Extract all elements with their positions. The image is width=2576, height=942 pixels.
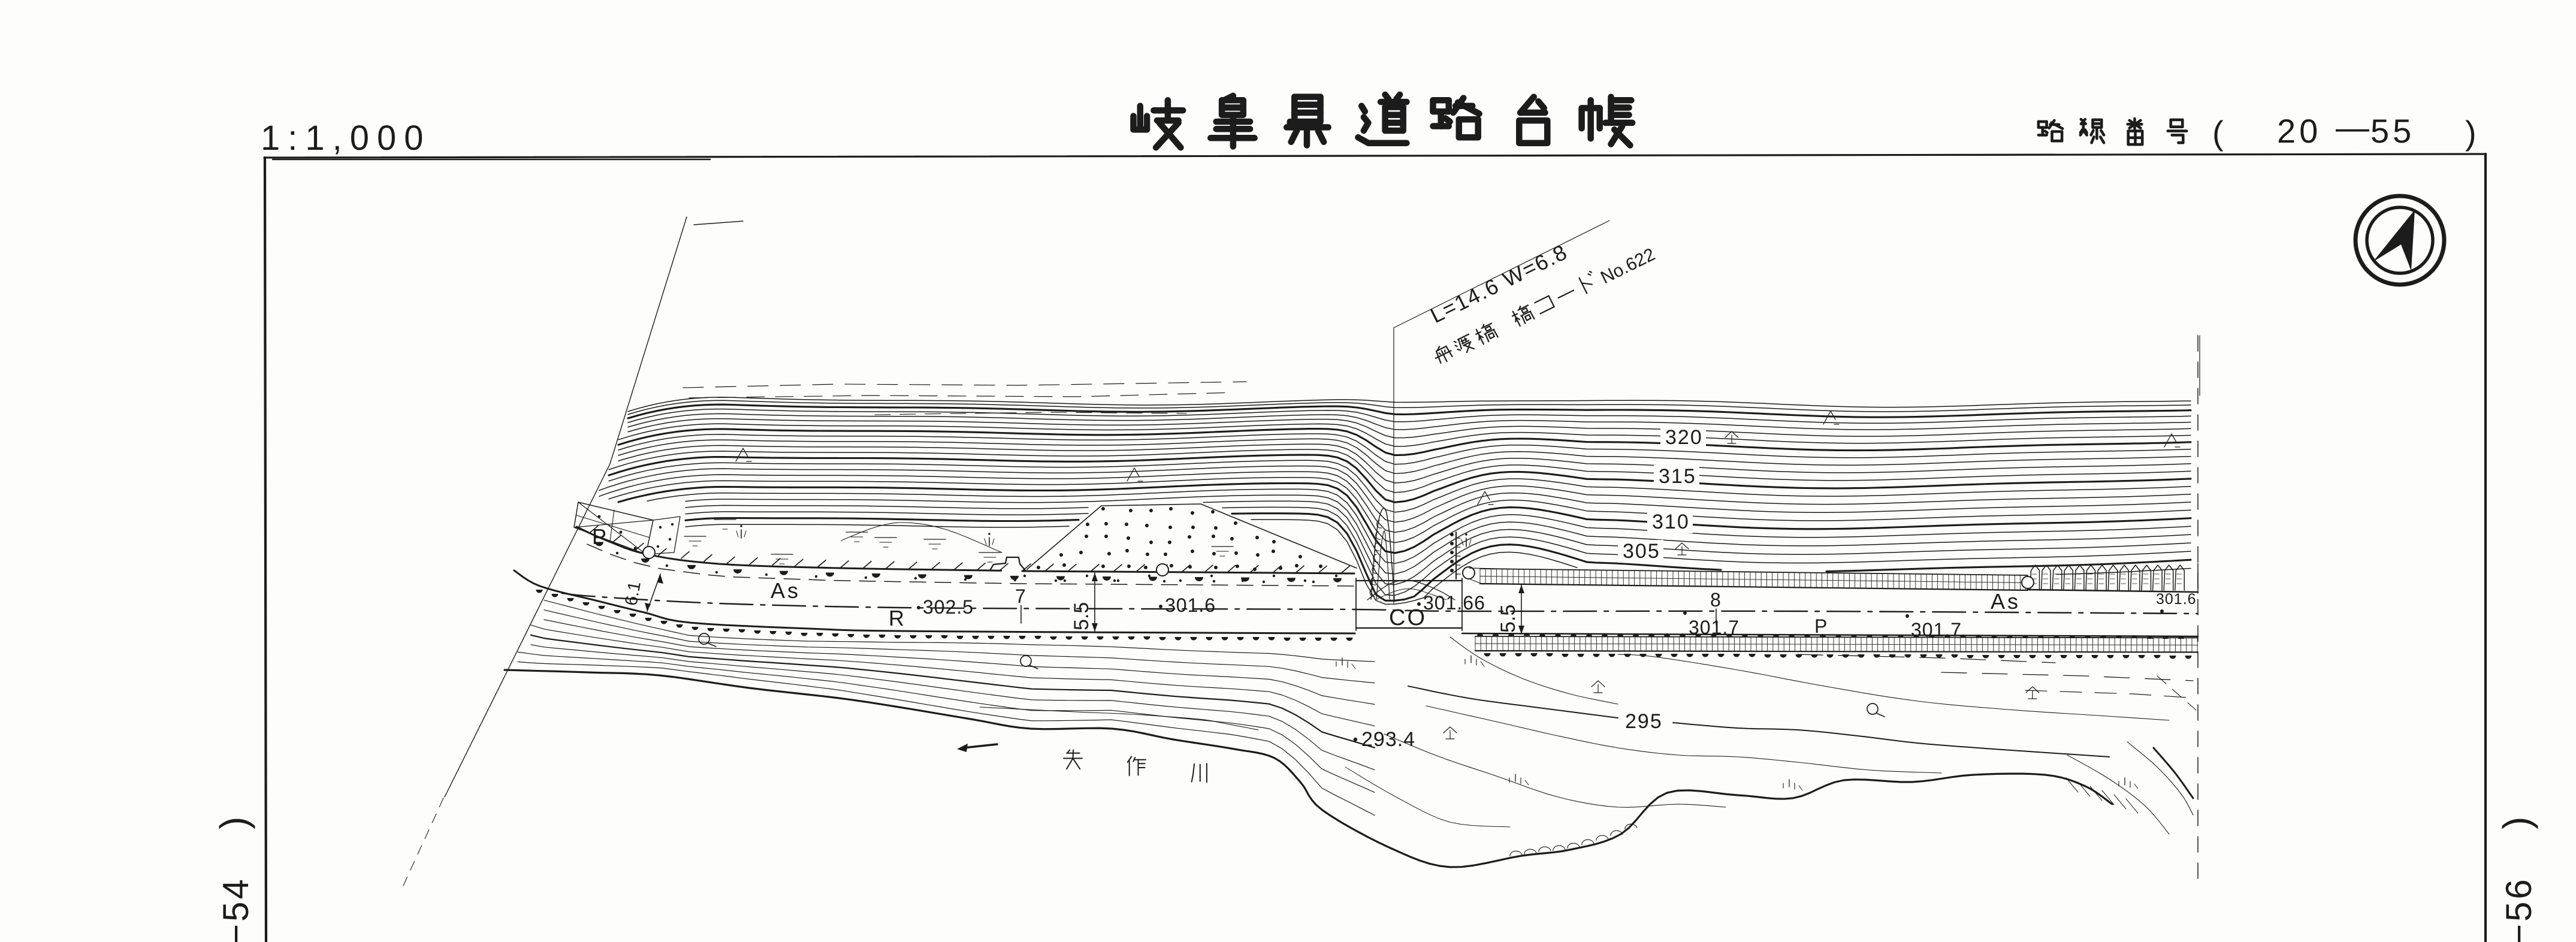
svg-text:295: 295 <box>1625 710 1663 733</box>
svg-text:1:1,000: 1:1,000 <box>261 119 431 158</box>
svg-text:293.4: 293.4 <box>1361 728 1415 751</box>
svg-text:): ) <box>2495 817 2538 829</box>
svg-text:As: As <box>771 578 801 603</box>
svg-text:5.5: 5.5 <box>1497 605 1520 633</box>
svg-text:315: 315 <box>1659 465 1696 488</box>
svg-text:CO: CO <box>1389 605 1427 630</box>
svg-text:−54: −54 <box>216 877 256 942</box>
svg-text:301.66: 301.66 <box>1423 592 1485 614</box>
svg-text:(: ( <box>2212 114 2224 152</box>
svg-text:−56: −56 <box>2499 877 2539 942</box>
svg-text:301.6: 301.6 <box>2156 591 2197 608</box>
svg-text:5.5: 5.5 <box>1070 602 1093 630</box>
svg-text:55: 55 <box>2370 112 2415 150</box>
svg-text:320: 320 <box>1665 426 1703 449</box>
svg-text:301.6: 301.6 <box>1165 594 1216 616</box>
svg-text:): ) <box>2465 114 2477 152</box>
svg-text:P: P <box>1814 615 1827 637</box>
svg-text:8: 8 <box>1710 589 1721 611</box>
svg-text:302.5: 302.5 <box>923 596 974 618</box>
svg-text:305: 305 <box>1623 540 1660 563</box>
svg-text:7: 7 <box>1015 585 1026 607</box>
svg-text:301.7: 301.7 <box>1911 619 1962 641</box>
svg-text:—: — <box>2336 108 2369 146</box>
svg-text:6.1: 6.1 <box>621 580 645 607</box>
svg-text:As: As <box>1991 589 2021 614</box>
svg-text:R: R <box>889 606 904 630</box>
svg-text:301.7: 301.7 <box>1689 617 1740 638</box>
svg-text:): ) <box>212 817 255 829</box>
svg-text:20: 20 <box>2277 112 2321 150</box>
svg-text:310: 310 <box>1652 511 1690 533</box>
